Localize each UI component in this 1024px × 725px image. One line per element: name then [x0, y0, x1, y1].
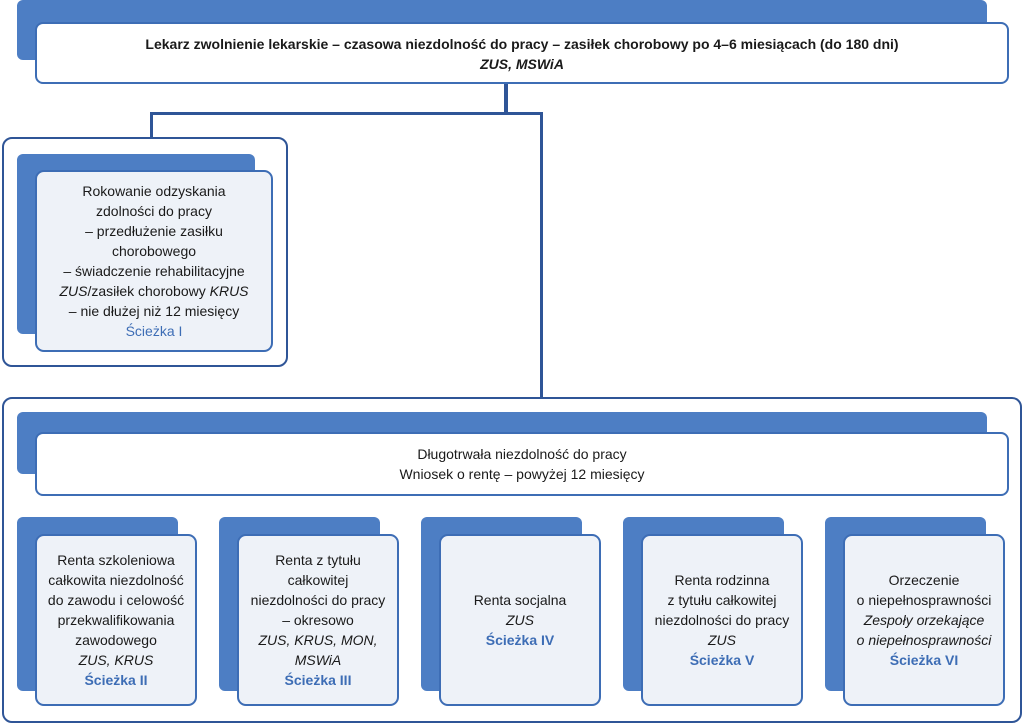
- path-i-line5: – świadczenie rehabilitacyjne: [63, 263, 245, 279]
- top-box-institutions: ZUS, MSWiA: [480, 56, 564, 72]
- path-v-line3: niezdolności do pracy: [654, 612, 790, 628]
- path-iii-card: Renta z tytułu całkowitej niezdolności d…: [237, 534, 399, 706]
- path-i-card: Rokowanie odzyskania zdolności do pracy …: [35, 170, 273, 352]
- connector-right-drop: [540, 112, 543, 398]
- path-iii-line4: – okresowo: [282, 612, 354, 628]
- path-i-sick-pay: /zasiłek chorobowy: [87, 283, 210, 299]
- path-vi-line1: Orzeczenie: [888, 572, 960, 588]
- longterm-box: Długotrwała niezdolność do pracy Wniosek…: [35, 432, 1009, 496]
- path-vi-institutions-2: o niepełnosprawności: [856, 632, 992, 648]
- path-ii-label: Ścieżka II: [84, 672, 148, 688]
- path-v-line1: Renta rodzinna: [674, 572, 770, 588]
- path-ii-line1: Renta szkoleniowa: [57, 552, 175, 568]
- path-iii-line1: Renta z tytułu: [275, 552, 361, 568]
- connector-left-branch: [150, 112, 542, 115]
- path-i-line6: ZUS/zasiłek chorobowy KRUS: [59, 281, 248, 301]
- path-iv-line1: Renta socjalna: [473, 592, 567, 608]
- path-ii-line3: do zawodu i celowość: [47, 592, 185, 608]
- path-iii-line2: całkowitej: [287, 572, 349, 588]
- longterm-line1: Długotrwała niezdolność do pracy: [417, 446, 627, 462]
- path-vi-label: Ścieżka VI: [889, 652, 959, 668]
- path-i-label: Ścieżka I: [125, 323, 183, 339]
- connector-top-down: [504, 84, 508, 112]
- path-i-line4: chorobowego: [111, 243, 197, 259]
- path-iv-institutions: ZUS: [506, 612, 534, 628]
- path-ii-line2: całkowita niezdolność: [48, 572, 184, 588]
- path-ii-institutions: ZUS, KRUS: [78, 652, 154, 668]
- path-i-line1: Rokowanie odzyskania: [82, 183, 226, 199]
- path-vi-card: Orzeczenie o niepełnosprawności Zespoły …: [843, 534, 1005, 706]
- path-i-zus: ZUS: [59, 283, 88, 299]
- path-v-label: Ścieżka V: [689, 652, 755, 668]
- top-box: Lekarz zwolnienie lekarskie – czasowa ni…: [35, 22, 1009, 84]
- path-ii-line5: zawodowego: [75, 632, 157, 648]
- path-vi-institutions-1: Zespoły orzekające: [863, 612, 985, 628]
- path-iii-institutions-2: MSWiA: [294, 652, 342, 668]
- path-ii-card: Renta szkoleniowa całkowita niezdolność …: [35, 534, 197, 706]
- path-v-institutions: ZUS: [708, 632, 736, 648]
- path-iv-card: Renta socjalna ZUS Ścieżka IV: [439, 534, 601, 706]
- path-v-card: Renta rodzinna z tytułu całkowitej niezd…: [641, 534, 803, 706]
- path-iii-line3: niezdolności do pracy: [250, 592, 386, 608]
- path-vi-line2: o niepełnosprawności: [856, 592, 992, 608]
- path-v-line2: z tytułu całkowitej: [667, 592, 777, 608]
- path-i-line2: zdolności do pracy: [96, 203, 212, 219]
- path-ii-line4: przekwalifikowania: [57, 612, 175, 628]
- path-iii-institutions-1: ZUS, KRUS, MON,: [258, 632, 378, 648]
- path-i-line7: – nie dłużej niż 12 miesięcy: [68, 303, 240, 319]
- top-box-title: Lekarz zwolnienie lekarskie – czasowa ni…: [145, 36, 899, 52]
- longterm-line2: Wniosek o rentę – powyżej 12 miesięcy: [399, 466, 645, 482]
- path-i-krus: KRUS: [209, 283, 249, 299]
- path-i-line3: – przedłużenie zasiłku: [85, 223, 223, 239]
- connector-left-drop: [150, 112, 153, 138]
- path-iv-label: Ścieżka IV: [485, 632, 555, 648]
- path-iii-label: Ścieżka III: [284, 672, 352, 688]
